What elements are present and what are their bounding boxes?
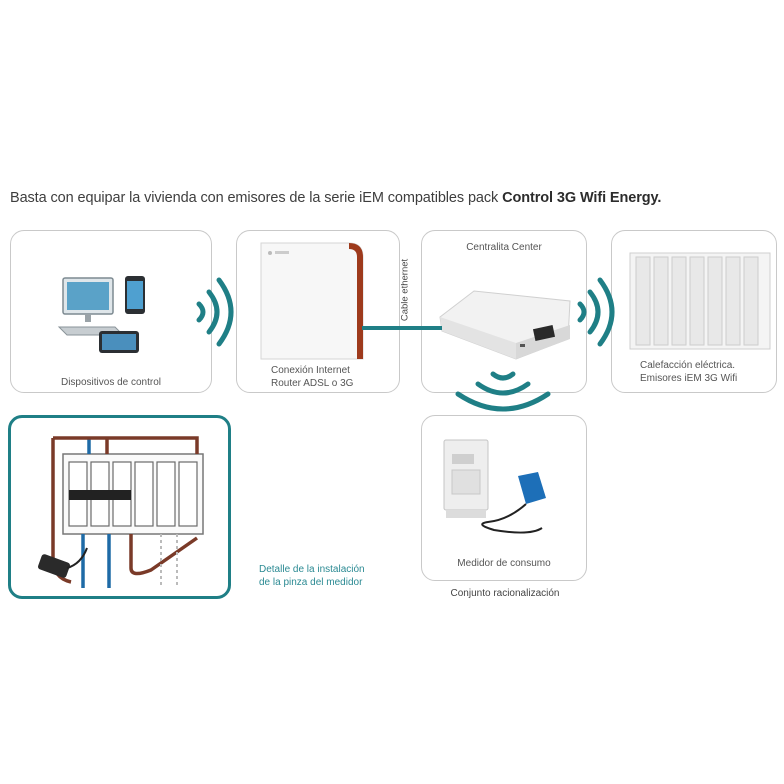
router-label-line1: Conexión Internet (271, 365, 350, 376)
devices-box: Dispositivos de control (10, 230, 212, 393)
router-box: Conexión Internet Router ADSL o 3G (236, 230, 400, 393)
heater-label: Calefacción eléctrica. Emisores iEM 3G W… (640, 359, 770, 385)
center-box: Centralita Center (421, 230, 587, 393)
wifi-waves-center-meter (455, 371, 551, 412)
ethernet-cable-line (362, 326, 442, 330)
heater-illustration (629, 252, 771, 350)
headline-bold: Control 3G Wifi Energy. (502, 190, 662, 206)
wifi-waves-devices-router (196, 277, 234, 347)
router-label-line2: Router ADSL o 3G (271, 378, 354, 389)
cable-ethernet-text: Cable ethernet (399, 258, 411, 322)
cable-ethernet-label: Cable ethernet (395, 250, 415, 330)
meter-illustration (443, 439, 546, 534)
center-title: Centralita Center (466, 242, 542, 253)
electrical-panel-illustration (38, 436, 204, 588)
detail-caption-line2: de la pinza del medidor (259, 577, 363, 588)
wifi-waves-center-heater (577, 277, 615, 347)
heater-label-line2: Emisores iEM 3G Wifi (640, 373, 738, 384)
headline: Basta con equipar la vivienda con emisor… (10, 190, 774, 206)
installation-detail-box (8, 415, 231, 599)
heater-box: Calefacción eléctrica. Emisores iEM 3G W… (611, 230, 777, 393)
group-caption: Conjunto racionalización (450, 588, 560, 599)
devices-label: Dispositivos de control (60, 377, 162, 388)
heater-label-line1: Calefacción eléctrica. (640, 360, 736, 371)
center-illustration (439, 290, 571, 360)
devices-illustration (57, 276, 145, 353)
headline-text: Basta con equipar la vivienda con emisor… (10, 190, 503, 206)
router-label: Conexión Internet Router ADSL o 3G (271, 364, 391, 390)
meter-label: Medidor de consumo (457, 558, 551, 569)
detail-caption: Detalle de la instalación de la pinza de… (259, 563, 399, 589)
meter-box: Medidor de consumo (421, 415, 587, 581)
router-illustration (260, 242, 364, 360)
detail-caption-line1: Detalle de la instalación (259, 564, 365, 575)
